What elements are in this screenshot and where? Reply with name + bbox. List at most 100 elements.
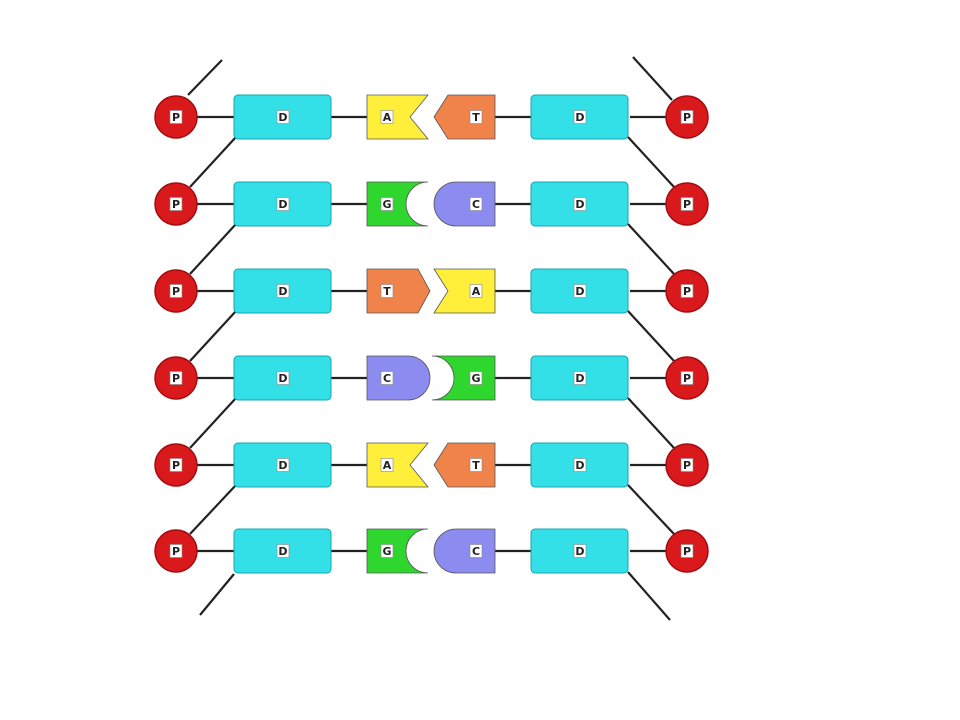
right-backbone-link: [627, 223, 675, 275]
right-base-label: T: [472, 459, 480, 472]
right-sugar-label-box: [573, 110, 587, 124]
left-base-label-box: [380, 284, 394, 298]
left-base-label: A: [383, 111, 392, 124]
right-base-label-box: [469, 458, 483, 472]
right-sugar-label: D: [575, 459, 584, 472]
right-base-label: T: [472, 111, 480, 124]
right-sugar-label: D: [575, 285, 584, 298]
right-sugar-label-box: [573, 371, 587, 385]
right-sugar-label-box: [573, 284, 587, 298]
right-backbone-link: [627, 310, 675, 362]
left-sugar-label-box: [276, 197, 290, 211]
left-phosphate-label: P: [172, 372, 180, 385]
right-phosphate-label-box: [680, 458, 694, 472]
left-sugar-label-box: [276, 458, 290, 472]
right-phosphate-label-box: [680, 197, 694, 211]
left-sugar-label: D: [278, 111, 287, 124]
left-sugar-label: D: [278, 459, 287, 472]
left-sugar-label: D: [278, 372, 287, 385]
right-base-label-box: [469, 284, 483, 298]
left-phosphate-label: P: [172, 459, 180, 472]
left-backbone-link: [189, 223, 237, 275]
left-base-label: C: [383, 372, 391, 385]
right-phosphate-label: P: [683, 111, 691, 124]
left-phosphate-label-box: [169, 458, 183, 472]
left-sugar-label: D: [278, 198, 287, 211]
right-base: [433, 94, 496, 140]
left-base-label: G: [382, 545, 391, 558]
right-backbone-link: [627, 397, 675, 449]
left-backbone-bottom: [199, 573, 235, 616]
left-phosphate-label: P: [172, 545, 180, 558]
right-base: [433, 528, 496, 574]
left-backbone-link: [189, 136, 237, 188]
right-sugar-label: D: [575, 111, 584, 124]
right-base: [433, 268, 496, 314]
right-sugar-label: D: [575, 198, 584, 211]
left-sugar-label-box: [276, 110, 290, 124]
right-phosphate-label: P: [683, 545, 691, 558]
left-sugar-label-box: [276, 284, 290, 298]
right-base-label-box: [469, 110, 483, 124]
right-sugar-label-box: [573, 197, 587, 211]
right-sugar-label-box: [573, 458, 587, 472]
left-backbone-top: [187, 59, 223, 96]
right-sugar-label: D: [575, 372, 584, 385]
right-base: [433, 181, 496, 227]
right-phosphate-label-box: [680, 544, 694, 558]
left-base: [366, 442, 429, 488]
left-base-label: G: [382, 198, 391, 211]
right-sugar-label-box: [573, 544, 587, 558]
left-base-label-box: [380, 458, 394, 472]
right-phosphate-label: P: [683, 372, 691, 385]
right-backbone-top: [632, 56, 673, 101]
left-base-label: A: [383, 459, 392, 472]
right-phosphate-label-box: [680, 110, 694, 124]
left-phosphate-label-box: [169, 110, 183, 124]
left-base-label-box: [380, 197, 394, 211]
right-base-label-box: [469, 371, 483, 385]
right-base-label-box: [469, 197, 483, 211]
left-base: [366, 268, 431, 314]
left-base: [366, 528, 429, 574]
left-base-label-box: [380, 544, 394, 558]
right-backbone-link: [627, 484, 675, 535]
left-sugar-label: D: [278, 545, 287, 558]
left-phosphate-label-box: [169, 197, 183, 211]
left-base-label: T: [383, 285, 391, 298]
left-base: [366, 94, 429, 140]
left-base: [366, 355, 431, 401]
left-phosphate-label: P: [172, 198, 180, 211]
right-backbone-bottom: [627, 571, 671, 621]
left-phosphate-label: P: [172, 111, 180, 124]
right-phosphate-label-box: [680, 371, 694, 385]
right-phosphate-label: P: [683, 459, 691, 472]
right-phosphate-label: P: [683, 285, 691, 298]
right-phosphate-label-box: [680, 284, 694, 298]
left-sugar-label-box: [276, 544, 290, 558]
left-phosphate-label: P: [172, 285, 180, 298]
right-base-label: C: [472, 545, 480, 558]
left-base-label-box: [380, 371, 394, 385]
left-sugar-label-box: [276, 371, 290, 385]
left-phosphate-label-box: [169, 371, 183, 385]
left-phosphate-label-box: [169, 284, 183, 298]
left-base: [366, 181, 429, 227]
right-base-label: G: [471, 372, 480, 385]
left-sugar-label: D: [278, 285, 287, 298]
right-base: [431, 355, 496, 401]
left-base-label-box: [380, 110, 394, 124]
right-base-label-box: [469, 544, 483, 558]
right-sugar-label: D: [575, 545, 584, 558]
left-backbone-link: [189, 397, 237, 449]
right-base-label: A: [472, 285, 481, 298]
left-backbone-link: [189, 484, 237, 535]
right-base-label: C: [472, 198, 480, 211]
